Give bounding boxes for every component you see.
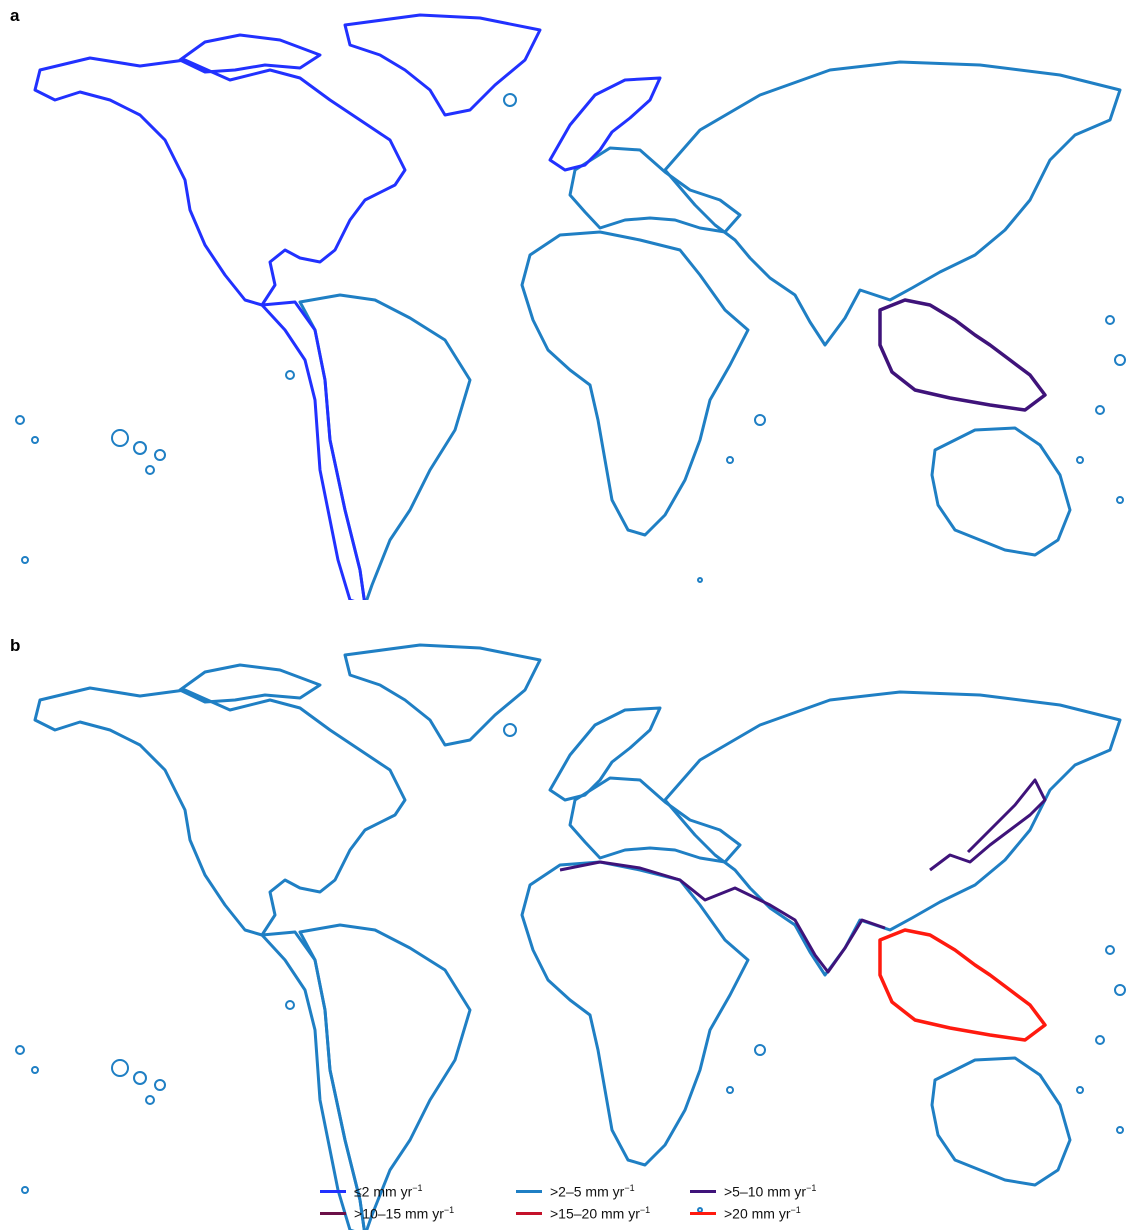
island — [726, 456, 734, 464]
coastline-east-asia-coast — [929, 778, 1047, 872]
island — [111, 429, 129, 447]
legend-item: >15–20 mm yr−1 — [516, 1202, 650, 1224]
legend-label: >20 mm yr−1 — [724, 1204, 801, 1222]
coastline-north-america — [33, 56, 407, 307]
island — [15, 415, 25, 425]
coastline-africa — [520, 860, 750, 1167]
island — [503, 93, 517, 107]
legend-item: ≤2 mm yr−1 — [320, 1180, 423, 1202]
island — [133, 1071, 147, 1085]
legend-swatch — [690, 1189, 716, 1193]
island — [21, 556, 29, 564]
island — [285, 370, 295, 380]
coastline-asia — [663, 690, 1122, 977]
island — [154, 1079, 166, 1091]
island — [697, 577, 703, 583]
legend-swatch — [516, 1189, 542, 1193]
legend-item: >20 mm yr−1 — [690, 1202, 801, 1224]
map-panel-a: a — [0, 0, 1135, 600]
island — [754, 414, 766, 426]
legend-item: >10–15 mm yr−1 — [320, 1202, 454, 1224]
map-panel-b: b — [0, 630, 1135, 1230]
world-map-a — [15, 13, 1126, 600]
island — [145, 465, 155, 475]
island — [1114, 354, 1126, 366]
coastline-australia — [930, 1056, 1072, 1187]
legend-swatch — [320, 1189, 346, 1193]
island — [21, 1186, 29, 1194]
legend-item: >2–5 mm yr−1 — [516, 1180, 635, 1202]
world-map-b — [15, 643, 1126, 1230]
island — [133, 441, 147, 455]
legend-label: >5–10 mm yr−1 — [724, 1182, 817, 1200]
coastline-arctic-canada — [178, 33, 322, 74]
coastline-australia — [930, 426, 1072, 557]
coastline-southeast-asia — [878, 298, 1047, 412]
legend-label: >2–5 mm yr−1 — [550, 1182, 635, 1200]
coastline-south-america-west — [260, 930, 366, 1230]
island — [1114, 984, 1126, 996]
coastline-africa — [520, 230, 750, 537]
coastline-south-america-west — [260, 300, 366, 600]
island — [111, 1059, 129, 1077]
island — [31, 1066, 39, 1074]
legend-label: ≤2 mm yr−1 — [354, 1182, 423, 1200]
legend-swatch — [690, 1211, 716, 1215]
coastline-arctic-canada — [178, 663, 322, 704]
island — [15, 1045, 25, 1055]
island — [1116, 1126, 1124, 1134]
coastline-europe — [568, 776, 742, 864]
coastline-south-asia-coast — [559, 860, 886, 974]
island — [1105, 315, 1115, 325]
island — [754, 1044, 766, 1056]
panel-label-b: b — [10, 636, 21, 655]
coastline-scandinavia — [548, 76, 662, 172]
legend: ≤2 mm yr−1 >2–5 mm yr−1 >5–10 mm yr−1 >1… — [320, 1180, 880, 1224]
island — [154, 449, 166, 461]
legend-label: >10–15 mm yr−1 — [354, 1204, 455, 1222]
island — [1095, 1035, 1105, 1045]
coastline-southeast-asia — [878, 928, 1047, 1042]
island — [1076, 456, 1084, 464]
coastline-europe — [568, 146, 742, 234]
island — [145, 1095, 155, 1105]
coastline-greenland — [343, 643, 542, 747]
island — [285, 1000, 295, 1010]
legend-label: >15–20 mm yr−1 — [550, 1204, 651, 1222]
island — [1076, 1086, 1084, 1094]
legend-swatch — [516, 1211, 542, 1215]
legend-row-2: >10–15 mm yr−1 >15–20 mm yr−1 >20 mm yr−… — [320, 1202, 880, 1224]
legend-swatch — [320, 1211, 346, 1215]
island — [726, 1086, 734, 1094]
coastline-north-america — [33, 686, 407, 937]
island — [1105, 945, 1115, 955]
island — [1095, 405, 1105, 415]
legend-row-1: ≤2 mm yr−1 >2–5 mm yr−1 >5–10 mm yr−1 — [320, 1180, 880, 1202]
panel-label-a: a — [10, 6, 20, 25]
coastline-greenland — [343, 13, 542, 117]
coastline-scandinavia — [548, 706, 662, 802]
island — [1116, 496, 1124, 504]
coastline-asia — [663, 60, 1122, 347]
island — [503, 723, 517, 737]
coastline-south-america-east — [298, 293, 472, 600]
legend-item: >5–10 mm yr−1 — [690, 1180, 816, 1202]
island — [31, 436, 39, 444]
